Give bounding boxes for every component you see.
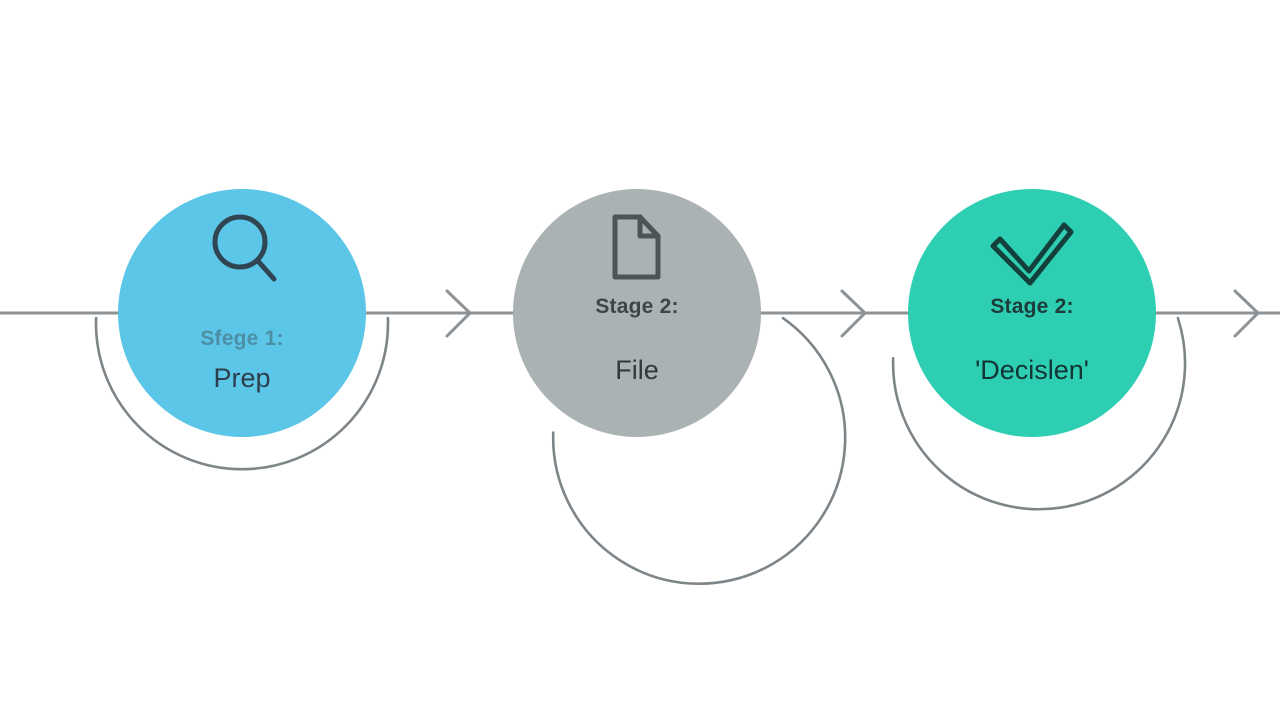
stage-arc-1: [94, 316, 390, 471]
stage-circle-3[interactable]: [908, 189, 1156, 437]
flow-arrow-2: [840, 289, 868, 338]
magnifier-icon: [212, 214, 277, 282]
stage-circle-2[interactable]: [513, 189, 761, 437]
flow-arrow-1: [445, 289, 473, 338]
stage-arc-2: [551, 316, 847, 585]
stage-arc-3: [891, 316, 1187, 511]
stage-circle-1[interactable]: [118, 189, 366, 437]
flow-arrow-3: [1233, 289, 1261, 338]
document-icon: [612, 214, 661, 280]
check-icon: [990, 222, 1074, 286]
